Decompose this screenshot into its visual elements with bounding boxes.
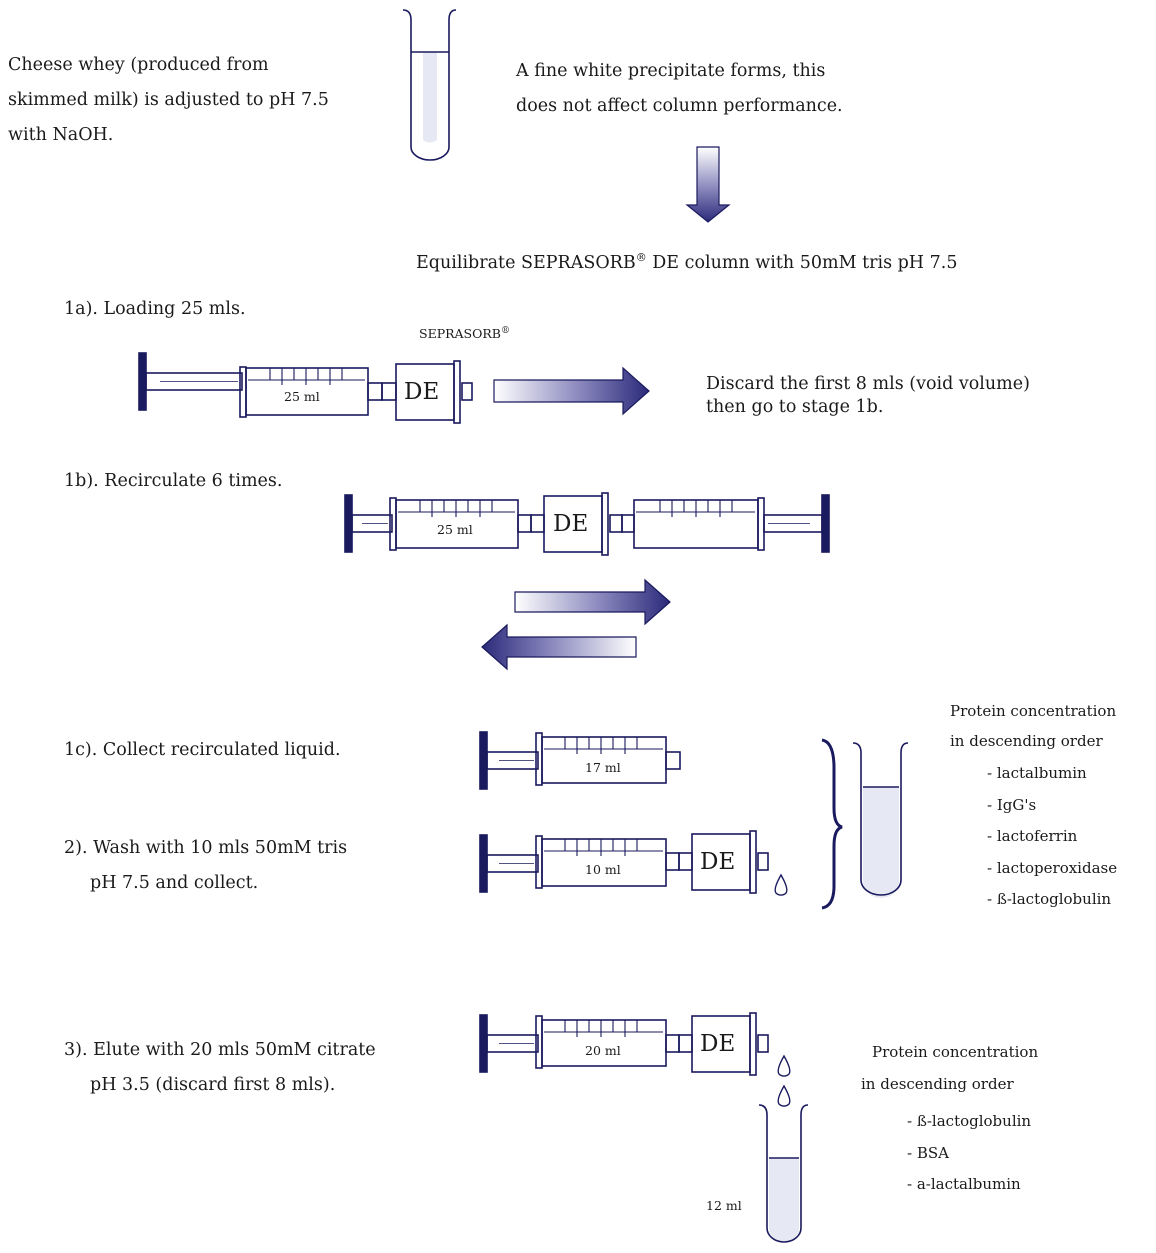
list-item: IgG's	[987, 790, 1117, 822]
syringe-volume-3: 20 ml	[585, 1043, 621, 1058]
column-label-1b: DE	[553, 511, 589, 537]
discard-line-1: Discard the first 8 mls (void volume)	[706, 374, 1030, 394]
list-item: lactoperoxidase	[987, 853, 1117, 885]
recirculation-assembly	[344, 492, 830, 556]
column-label-3: DE	[700, 1031, 736, 1057]
column-brand-label: SEPRASORB®	[419, 325, 510, 341]
recirculate-arrows-icon	[481, 578, 671, 671]
syringe-volume-1b: 25 ml	[437, 522, 473, 537]
grouping-brace	[821, 738, 843, 910]
droplets-icon	[777, 1054, 791, 1107]
list-item: lactoferrin	[987, 821, 1117, 853]
list-item: ß-lactoglobulin	[987, 884, 1117, 916]
step-1b-label: 1b). Recirculate 6 times.	[64, 471, 283, 491]
fraction-a-heading: Protein concentration in descending orde…	[950, 696, 1116, 756]
step-2-label: 2). Wash with 10 mls 50mM tris pH 7.5 an…	[64, 831, 347, 901]
precipitate-line-2: does not affect column performance.	[516, 96, 843, 116]
droplet-icon	[774, 873, 788, 896]
whey-line-3: with NaOH.	[8, 125, 114, 145]
fraction-a-heading-2: in descending order	[950, 732, 1103, 750]
discard-line-2: then go to stage 1b.	[706, 397, 884, 417]
test-tube-icon	[402, 9, 457, 161]
step-2-line-1: 2). Wash with 10 mls 50mM tris	[64, 838, 348, 858]
tube-volume-label: 12 ml	[706, 1198, 742, 1213]
step-3-line-2: pH 3.5 (discard first 8 mls).	[90, 1075, 336, 1095]
list-item: ß-lactoglobulin	[907, 1106, 1031, 1138]
list-item: BSA	[907, 1138, 1031, 1170]
elute-syringe	[479, 1012, 769, 1076]
whey-line-2: skimmed milk) is adjusted to pH 7.5	[8, 90, 329, 110]
step-1a-label: 1a). Loading 25 mls.	[64, 299, 246, 319]
list-item: lactalbumin	[987, 758, 1117, 790]
collect-syringe	[479, 731, 681, 790]
whey-line-1: Cheese whey (produced from	[8, 55, 269, 75]
right-arrow-icon	[493, 366, 650, 416]
column-label-1a: DE	[404, 379, 440, 405]
step-2-line-2: pH 7.5 and collect.	[90, 873, 259, 893]
discard-note: Discard the first 8 mls (void volume) th…	[706, 373, 1030, 419]
step-3-label: 3). Elute with 20 mls 50mM citrate pH 3.…	[64, 1033, 376, 1103]
syringe-volume-2: 10 ml	[585, 862, 621, 877]
precipitate-line-1: A fine white precipitate forms, this	[516, 61, 826, 81]
whey-description: Cheese whey (produced from skimmed milk)…	[8, 48, 329, 153]
loading-syringe	[138, 352, 473, 424]
collection-tube-icon	[852, 742, 909, 898]
equilibrate-instruction: Equilibrate SEPRASORB® DE column with 50…	[416, 251, 958, 273]
syringe-volume-1a: 25 ml	[284, 389, 320, 404]
syringe-volume-1c: 17 ml	[585, 760, 621, 775]
fraction-b-heading-1: Protein concentration	[872, 1043, 1039, 1061]
wash-syringe	[479, 830, 769, 894]
column-label-2: DE	[700, 849, 736, 875]
precipitate-note: A fine white precipitate forms, this doe…	[516, 54, 843, 124]
fraction-a-protein-list: lactalbumin IgG's lactoferrin lactoperox…	[987, 758, 1117, 916]
step-1c-label: 1c). Collect recirculated liquid.	[64, 740, 341, 760]
fraction-b-protein-list: ß-lactoglobulin BSA a-lactalbumin	[907, 1106, 1031, 1201]
down-arrow-icon	[685, 146, 731, 223]
fraction-b-heading: Protein concentration in descending orde…	[861, 1036, 1039, 1100]
list-item: a-lactalbumin	[907, 1169, 1031, 1201]
eluate-tube-icon	[758, 1104, 809, 1243]
fraction-a-heading-1: Protein concentration	[950, 702, 1117, 720]
step-3-line-1: 3). Elute with 20 mls 50mM citrate	[64, 1040, 376, 1060]
fraction-b-heading-2: in descending order	[861, 1075, 1014, 1093]
